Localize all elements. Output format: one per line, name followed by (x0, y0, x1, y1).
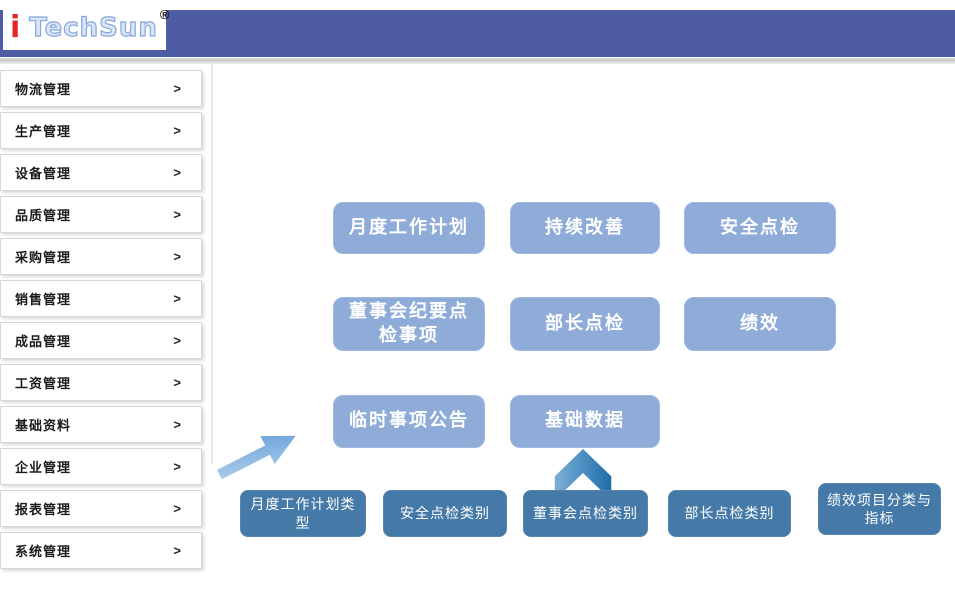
tile-monthly-work-plan-type[interactable]: 月度工作计划类型 (240, 490, 366, 537)
chevron-right-icon: > (173, 543, 181, 558)
sidebar-item-label: 基础资料 (15, 418, 72, 433)
sidebar-item-enterprise[interactable]: 企业管理 > (0, 448, 202, 485)
chevron-right-icon: > (173, 81, 181, 96)
sidebar-item-system[interactable]: 系统管理 > (0, 532, 202, 569)
sidebar-item-finished-goods[interactable]: 成品管理 > (0, 322, 202, 359)
sidebar-item-logistics[interactable]: 物流管理 > (0, 70, 202, 107)
tile-minister-inspection-category[interactable]: 部长点检类别 (668, 490, 791, 537)
sidebar-item-master-data[interactable]: 基础资料 > (0, 406, 202, 443)
chevron-right-icon: > (173, 501, 181, 516)
header-divider (0, 58, 955, 64)
logo-mark: i (10, 9, 21, 45)
tile-minister-inspection[interactable]: 部长点检 (510, 297, 660, 351)
sidebar-item-label: 生产管理 (15, 124, 72, 139)
sidebar-item-purchasing[interactable]: 采购管理 > (0, 238, 202, 275)
tile-continuous-improvement[interactable]: 持续改善 (510, 202, 660, 254)
chevron-right-icon: > (173, 375, 181, 390)
sidebar-item-label: 企业管理 (15, 460, 72, 475)
tile-performance-category-indicators[interactable]: 绩效项目分类与指标 (818, 483, 941, 535)
sidebar-item-label: 系统管理 (15, 544, 72, 559)
sidebar-item-label: 品质管理 (15, 208, 72, 223)
logo: i TechSun ® (3, 5, 169, 50)
logo-brand-text: TechSun (29, 12, 158, 43)
chevron-right-icon: > (173, 165, 181, 180)
chevron-right-icon: > (173, 123, 181, 138)
sidebar-item-label: 采购管理 (15, 250, 72, 265)
chevron-right-icon: > (173, 249, 181, 264)
sidebar-item-label: 报表管理 (15, 502, 72, 517)
chevron-right-icon: > (173, 459, 181, 474)
tile-safety-inspection[interactable]: 安全点检 (684, 202, 836, 254)
sidebar-item-label: 工资管理 (15, 376, 72, 391)
sidebar-edge (211, 64, 213, 464)
tile-monthly-work-plan[interactable]: 月度工作计划 (333, 202, 485, 254)
tile-board-inspection-category[interactable]: 董事会点检类别 (523, 490, 648, 537)
sidebar-item-sales[interactable]: 销售管理 > (0, 280, 202, 317)
tile-temporary-announcement[interactable]: 临时事项公告 (333, 395, 485, 448)
sidebar-item-production[interactable]: 生产管理 > (0, 112, 202, 149)
sidebar-item-label: 销售管理 (15, 292, 72, 307)
chevron-right-icon: > (173, 417, 181, 432)
chevron-right-icon: > (173, 207, 181, 222)
sidebar-item-label: 设备管理 (15, 166, 72, 181)
sidebar-item-label: 成品管理 (15, 334, 72, 349)
arrow-up-icon (552, 446, 614, 504)
sidebar-item-label: 物流管理 (15, 82, 72, 97)
tile-board-minutes-inspection[interactable]: 董事会纪要点检事项 (333, 297, 485, 351)
tile-performance[interactable]: 绩效 (684, 297, 836, 351)
registered-trademark-icon: ® (159, 7, 170, 22)
sidebar-item-quality[interactable]: 品质管理 > (0, 196, 202, 233)
tile-safety-inspection-category[interactable]: 安全点检类别 (383, 490, 507, 537)
sidebar-item-reports[interactable]: 报表管理 > (0, 490, 202, 527)
sidebar-item-equipment[interactable]: 设备管理 > (0, 154, 202, 191)
sidebar-item-payroll[interactable]: 工资管理 > (0, 364, 202, 401)
chevron-right-icon: > (173, 291, 181, 306)
chevron-right-icon: > (173, 333, 181, 348)
arrow-up-right-icon (208, 426, 308, 484)
tile-basic-data[interactable]: 基础数据 (510, 395, 660, 448)
sidebar: 物流管理 > 生产管理 > 设备管理 > 品质管理 > 采购管理 > 销售管理 … (0, 70, 205, 574)
